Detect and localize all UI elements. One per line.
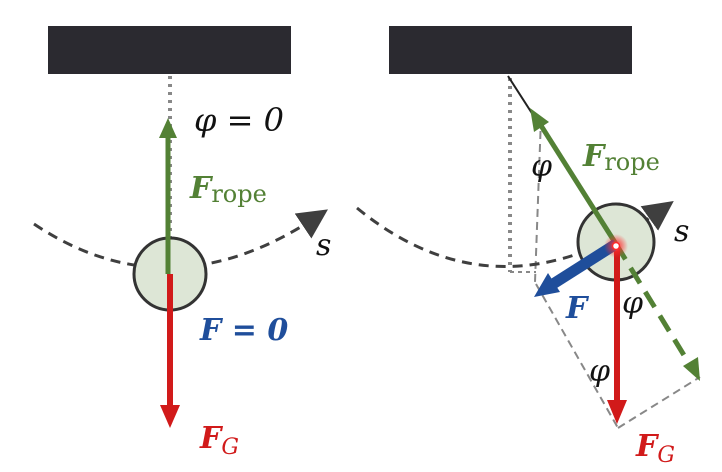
left-support-bar <box>48 26 291 74</box>
right-angle-label-top: φ <box>531 149 552 184</box>
right-rope-force-label: Frope <box>582 139 660 176</box>
right-rope-force-head <box>530 108 549 132</box>
right-rope-component-arrow <box>613 242 693 367</box>
left-panel: φ = 0 Frope s F = 0 FG <box>33 26 331 460</box>
left-angle-label: φ = 0 <box>194 101 284 139</box>
right-helper-projection <box>535 283 619 429</box>
right-path-label: s <box>674 214 689 249</box>
left-gravity-head <box>160 405 180 428</box>
right-net-force-head <box>534 273 560 297</box>
left-gravity-label: FG <box>199 421 239 460</box>
right-gravity-label: FG <box>635 429 675 468</box>
left-path-label: s <box>316 228 331 263</box>
right-rope-force-arrow <box>537 122 619 246</box>
right-path-arc <box>356 201 674 268</box>
right-angle-label-bottom: φ <box>589 354 610 389</box>
right-helper-rope-comp <box>617 376 701 429</box>
left-rope-force-head <box>159 118 177 138</box>
left-rope-force-label: Frope <box>189 171 267 208</box>
right-rope-component-head <box>683 357 700 381</box>
right-net-force-label: F <box>565 291 590 326</box>
left-net-force-label: F = 0 <box>199 313 288 348</box>
right-angle-label-mid: φ <box>622 286 643 321</box>
right-helper-vertical <box>534 117 542 283</box>
left-path-arc <box>33 209 328 269</box>
right-panel: φ Frope s F φ φ FG <box>356 26 701 468</box>
right-bob-center-dot <box>611 241 621 251</box>
right-support-bar <box>389 26 632 74</box>
right-gravity-head <box>607 400 627 424</box>
